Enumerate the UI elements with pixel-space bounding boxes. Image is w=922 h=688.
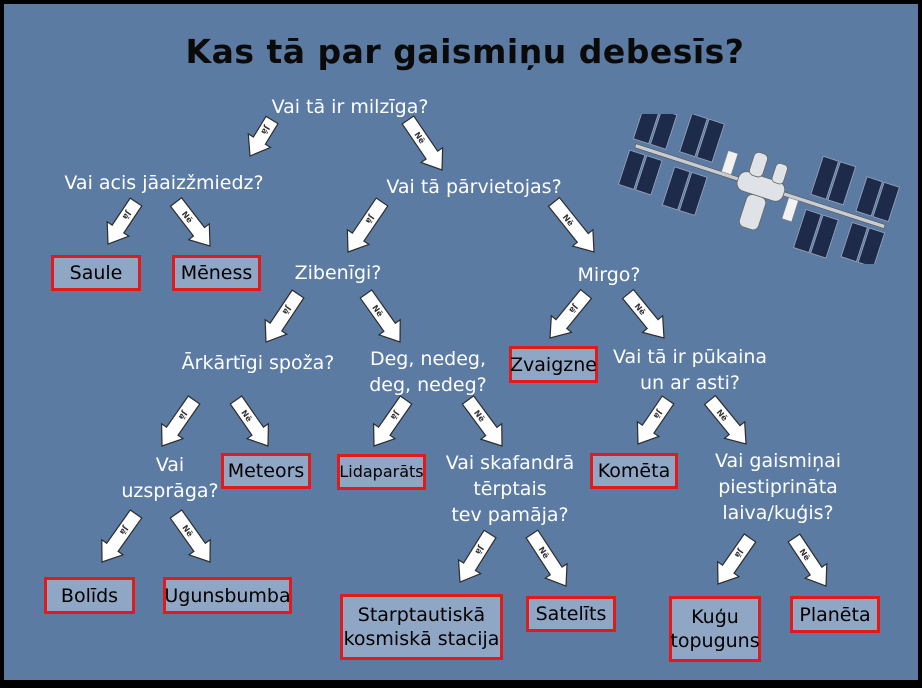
answer-plane: Lidaparāts <box>337 454 426 490</box>
arrow-yes-15: Jā <box>636 395 675 445</box>
question-twinkle: Mirgo? <box>577 264 641 286</box>
question-spacesuit: Vai skafandrā tērptais tev pamāja? <box>445 452 575 526</box>
arrow-label-yes: Jā <box>473 543 486 556</box>
arrow-no-18: Nē <box>169 509 211 563</box>
arrow-no-14: Nē <box>461 395 503 447</box>
answer-star: Zvaigzne <box>509 346 598 383</box>
question-moves: Vai tā pārvietojas? <box>386 176 562 198</box>
arrow-no-6: Nē <box>547 196 595 253</box>
arrow-no-16: Nē <box>703 394 747 445</box>
arrow-label-yes: Jā <box>177 408 190 421</box>
answer-ship-lights: Kuģu topuguns <box>669 596 761 662</box>
answer-bolide: Bolīds <box>44 577 135 614</box>
arrow-label-yes: Jā <box>259 123 272 136</box>
arrow-yes-3: Jā <box>106 197 143 245</box>
question-flash: Zibenīgi? <box>294 262 382 284</box>
answer-sun: Saule <box>51 255 141 291</box>
arrow-yes-17: Jā <box>101 509 143 563</box>
arrow-no-10: Nē <box>621 288 665 339</box>
arrow-yes-11: Jā <box>160 395 201 447</box>
answer-meteor: Meteors <box>221 453 311 489</box>
arrow-no-22: Nē <box>787 533 828 587</box>
arrow-label-yes: Jā <box>281 303 294 316</box>
arrow-label-yes: Jā <box>121 208 134 221</box>
arrow-yes-19: Jā <box>457 529 497 583</box>
arrow-no-20: Nē <box>525 529 568 587</box>
question-explode: Vai uzsprāga? <box>121 454 219 502</box>
answer-comet: Komēta <box>590 453 678 489</box>
arrow-no-12: Nē <box>229 395 270 447</box>
arrow-no-2: Nē <box>401 115 444 171</box>
arrow-no-4: Nē <box>169 196 211 247</box>
arrow-label-yes: Jā <box>652 407 665 420</box>
arrow-yes-21: Jā <box>716 533 757 585</box>
arrow-yes-9: Jā <box>549 288 593 339</box>
arrow-label-yes: Jā <box>389 408 402 421</box>
answer-fireball: Ugunsbumba <box>163 577 292 614</box>
question-bright: Ārkārtīgi spoža? <box>181 352 335 374</box>
question-huge: Vai tā ir milzīga? <box>271 96 429 118</box>
arrow-label-yes: Jā <box>118 524 131 537</box>
arrow-label-yes: Jā <box>364 212 377 225</box>
answer-iss: Starptautiskā kosmiskā stacija <box>340 594 503 660</box>
arrow-yes-7: Jā <box>264 289 305 343</box>
question-fluffy: Vai tā ir pūkaina un ar asti? <box>612 346 768 394</box>
arrow-yes-1: Jā <box>247 115 279 157</box>
arrow-yes-5: Jā <box>346 197 389 253</box>
answer-planet: Planēta <box>790 596 880 633</box>
answer-satellite: Satelīts <box>526 596 616 632</box>
space-station-illustration <box>618 114 900 264</box>
question-eyes: Vai acis jāaizžmiedz? <box>64 172 264 194</box>
question-boat: Vai gaismiņai piestiprināta laiva/kuģis? <box>714 450 842 524</box>
page-title: Kas tā par gaismiņu debesīs? <box>185 32 745 71</box>
arrow-yes-13: Jā <box>372 395 413 447</box>
arrow-no-8: Nē <box>359 289 401 343</box>
answer-moon: Mēness <box>172 255 261 291</box>
arrow-label-yes: Jā <box>733 546 746 559</box>
question-burn: Deg, nedeg, deg, nedeg? <box>369 348 487 396</box>
